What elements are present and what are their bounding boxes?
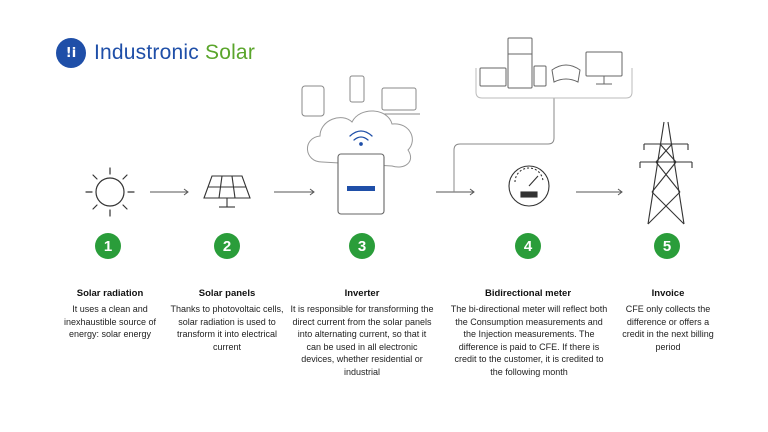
step-5-title: Invoice [651,288,685,299]
step-5-description: CFE only collects the difference or offe… [622,304,714,352]
step-1-description: It uses a clean and inexhaustible source… [63,304,157,339]
power-tower-icon [639,121,693,225]
step-4-description: The bi-directional meter will reflect bo… [450,304,608,377]
brand-name: Industronic Solar [94,41,255,65]
step-3-badge: 3 [349,233,375,259]
step-2-badge: 2 [214,233,240,259]
step-4-title: Bidirectional meter [484,288,572,299]
step-1-badge: 1 [95,233,121,259]
consumption-connector [453,98,555,192]
inverter-icon [307,110,413,215]
arrow-1-to-2 [150,188,189,196]
step-2-description: Thanks to photovoltaic cells, solar radi… [170,304,284,352]
step-3-title: Inverter [344,288,380,299]
arrow-2-to-3 [274,188,315,196]
brand-name-prefix: Industronic [94,41,199,64]
sun-icon [85,167,135,217]
brand-name-suffix: Solar [204,41,256,64]
appliances-icon [475,37,633,99]
devices-icon [301,75,420,117]
arrow-3-to-4 [436,188,475,196]
step-5-badge: 5 [654,233,680,259]
solar-panel-icon [203,175,251,208]
arrow-4-to-5 [576,188,623,196]
step-2-title: Solar panels [198,288,256,299]
meter-icon [508,165,550,207]
brand-logo-icon: !i [56,38,86,68]
brand-header: !i Industronic Solar [56,36,255,70]
step-3-description: It is responsible for transforming the d… [290,304,434,377]
step-4-badge: 4 [515,233,541,259]
step-1-title: Solar radiation [76,288,144,299]
